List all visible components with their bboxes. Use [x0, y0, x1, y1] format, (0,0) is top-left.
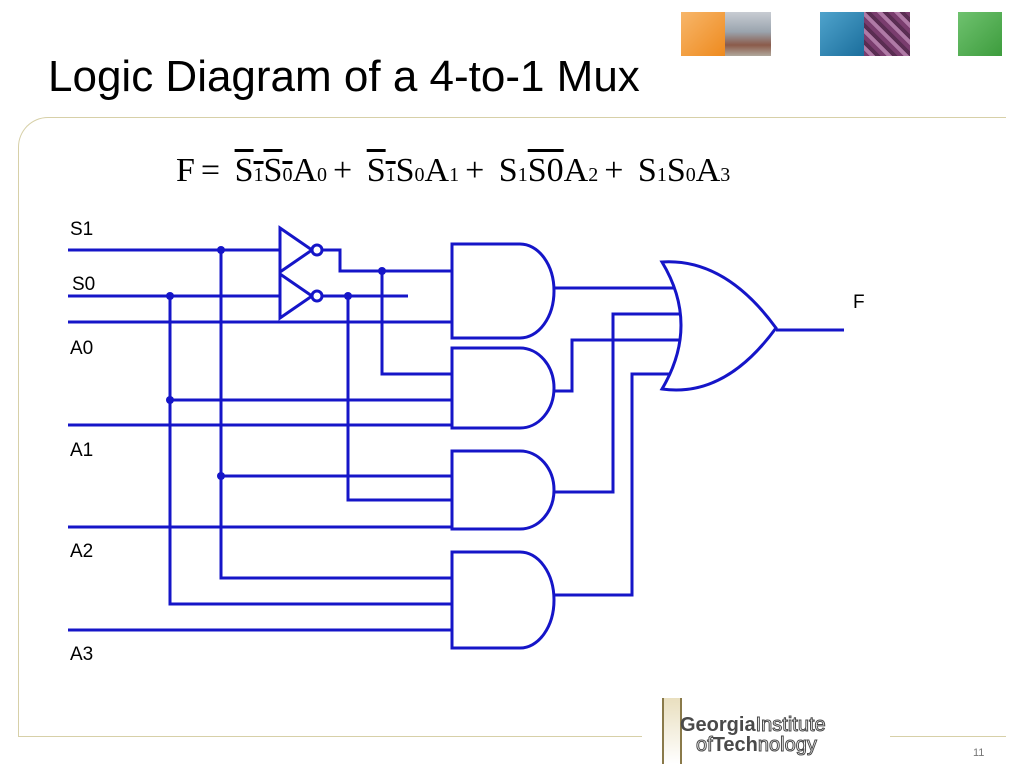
- and-gate-2: [450, 449, 556, 531]
- eq-plus-3: +: [604, 152, 624, 189]
- junction-s1-bar: [378, 267, 386, 275]
- wire-s1-bar-to-and1: [380, 271, 452, 376]
- inverter-s1-bubble: [310, 243, 324, 257]
- label-a1: A1: [70, 440, 93, 461]
- wire-s1-bar: [322, 248, 452, 273]
- label-a2: A2: [70, 541, 93, 562]
- wire-and2-out: [554, 312, 686, 494]
- header-decoration-green: [958, 12, 1002, 56]
- eq-plus-1: +: [333, 152, 353, 189]
- label-s0: S0: [72, 274, 95, 295]
- wire-and3-out: [554, 372, 682, 597]
- label-output-f: F: [853, 292, 865, 313]
- or-gate: [659, 260, 778, 392]
- page-number: 11: [973, 747, 985, 759]
- eq-term-2: S1S0A1: [367, 152, 459, 189]
- header-decoration-blue: [820, 12, 864, 56]
- wire-s1-bus: [219, 250, 452, 580]
- inverter-s1: [278, 225, 315, 275]
- mux-equation: F= S1S0A0+ S1S0A1+ S1S0A2+ S1S0A3: [176, 152, 730, 190]
- eq-output: F: [176, 152, 195, 189]
- eq-term-2-s0: S0: [395, 152, 425, 189]
- label-a3: A3: [70, 644, 93, 665]
- junction-s1-and2: [217, 472, 225, 480]
- label-a0: A0: [70, 338, 93, 359]
- wire-s0-bus: [168, 296, 452, 606]
- and-gate-1: [450, 346, 556, 430]
- junction-s0-and1: [166, 396, 174, 404]
- wire-s0-bar-to-and2: [346, 296, 452, 502]
- eq-term-1-s1: S1: [234, 152, 264, 189]
- tower-icon: [662, 698, 682, 764]
- eq-term-1: S1S0A0: [235, 152, 327, 189]
- eq-term-3-a: A2: [563, 152, 599, 189]
- header-decoration-photo-circuit: [864, 12, 910, 56]
- eq-term-1-s0: S0: [263, 152, 293, 189]
- eq-term-2-s1: S1: [366, 152, 396, 189]
- eq-term-2-a: A1: [424, 152, 460, 189]
- eq-term-1-a: A0: [292, 152, 328, 189]
- logo-line-2: ofTechnology: [696, 734, 818, 757]
- and-gate-3: [450, 550, 556, 650]
- eq-equals: =: [200, 152, 221, 189]
- eq-term-3: S1S0A2: [499, 152, 598, 189]
- content-frame: [18, 117, 1006, 737]
- slide-title: Logic Diagram of a 4-to-1 Mux: [48, 52, 640, 101]
- header-decoration-photo-building: [725, 12, 771, 56]
- eq-term-4-s0: S0: [666, 152, 696, 189]
- inverter-s0: [278, 271, 315, 321]
- wire-and1-out: [554, 338, 686, 393]
- inverter-s0-bubble: [310, 289, 324, 303]
- eq-term-4: S1S0A3: [638, 152, 730, 189]
- eq-term-3-s1: S1: [498, 152, 528, 189]
- eq-plus-2: +: [465, 152, 485, 189]
- junction-s1: [217, 246, 225, 254]
- junction-s0-bar: [344, 292, 352, 300]
- logo-line-1: GeorgiaInstitute: [680, 714, 826, 737]
- label-s1: S1: [70, 219, 93, 240]
- and-gate-0: [450, 242, 556, 340]
- junction-s0: [166, 292, 174, 300]
- georgia-tech-logo: GeorgiaInstitute ofTechnology: [642, 698, 890, 768]
- eq-term-4-s1: S1: [637, 152, 667, 189]
- eq-term-3-s0: S0: [527, 152, 564, 189]
- header-decoration-orange: [681, 12, 725, 56]
- eq-term-4-a: A3: [695, 152, 731, 189]
